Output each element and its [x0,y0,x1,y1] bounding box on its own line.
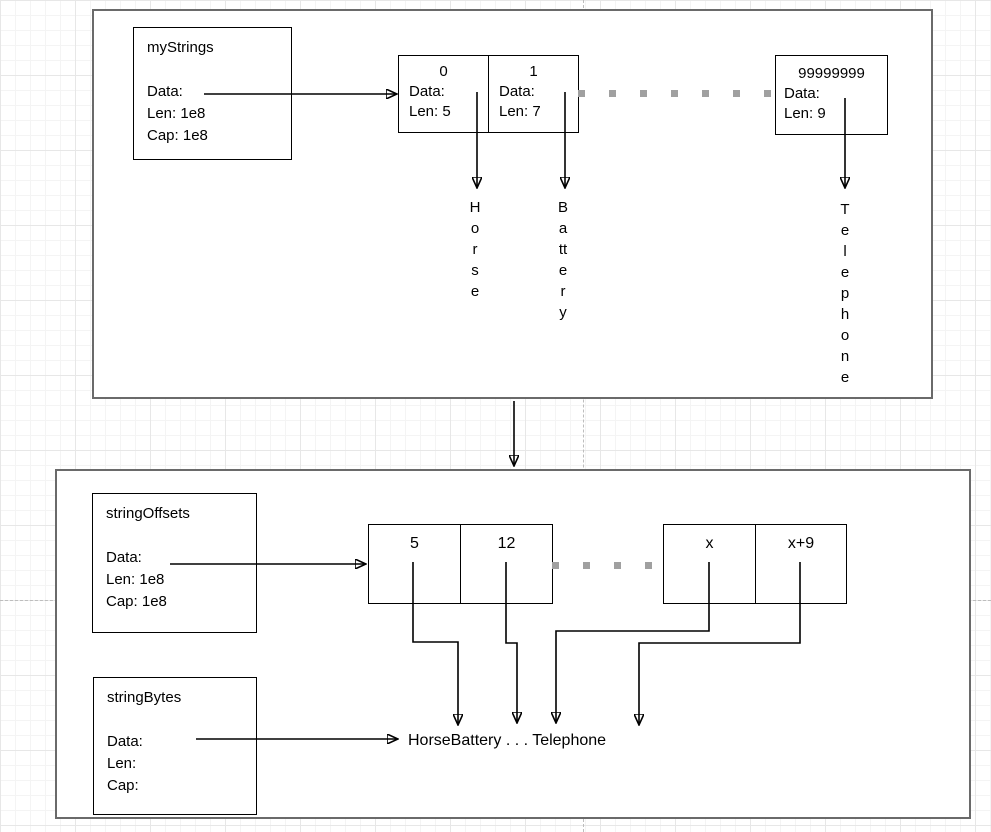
offset-cell-x: x [663,524,756,604]
stringbytes-title: stringBytes [107,689,182,706]
mystrings-data-field: Data: [147,83,183,100]
bytes-string-text: HorseBattery . . . Telephone [408,732,607,749]
string-value-horse: H o r s e [469,199,481,300]
cell-last-data-field: Data: [784,85,820,102]
stringbytes-box: stringBytes Data: Len: Cap: [93,677,257,815]
mystrings-len-field: Len: 1e8 [147,105,206,122]
string-header-cell-last: 99999999 Data: Len: 9 [775,55,888,135]
cell-1-len-field: Len: 7 [499,103,541,120]
offset-cell-x-plus-9: x+9 [755,524,847,604]
cell-last-index: 99999999 [798,65,865,82]
mystrings-cap-field: Cap: 1e8 [147,127,208,144]
offset-cell-5: 5 [368,524,461,604]
page-break-vertical-line [583,0,584,832]
mystrings-box: myStrings Data: Len: 1e8 Cap: 1e8 [133,27,292,160]
mystrings-title: myStrings [147,39,214,56]
stringoffsets-len-field: Len: 1e8 [106,571,165,588]
array-ellipsis-dashed-line-top [578,90,775,97]
stringbytes-cap-field: Cap: [107,777,139,794]
array-ellipsis-dashed-line-bottom [552,562,660,569]
string-value-telephone: T e l e p h o n e [840,201,850,386]
stringbytes-len-field: Len: [107,755,137,772]
cell-0-len-field: Len: 5 [409,103,451,120]
cell-1-data-field: Data: [499,83,535,100]
offset-cell-12: 12 [460,524,553,604]
stringoffsets-title: stringOffsets [106,505,190,522]
string-header-cell-1: 1 Data: Len: 7 [488,55,579,133]
cell-1-index: 1 [529,63,538,80]
cell-0-data-field: Data: [409,83,445,100]
stringbytes-data-field: Data: [107,733,143,750]
stringoffsets-cap-field: Cap: 1e8 [106,593,167,610]
stringoffsets-box: stringOffsets Data: Len: 1e8 Cap: 1e8 [92,493,257,633]
cell-0-index: 0 [439,63,448,80]
cell-last-len-field: Len: 9 [784,105,826,122]
stringoffsets-data-field: Data: [106,549,142,566]
string-header-cell-0: 0 Data: Len: 5 [398,55,489,133]
string-value-battery: B a tt e r y [557,199,568,321]
